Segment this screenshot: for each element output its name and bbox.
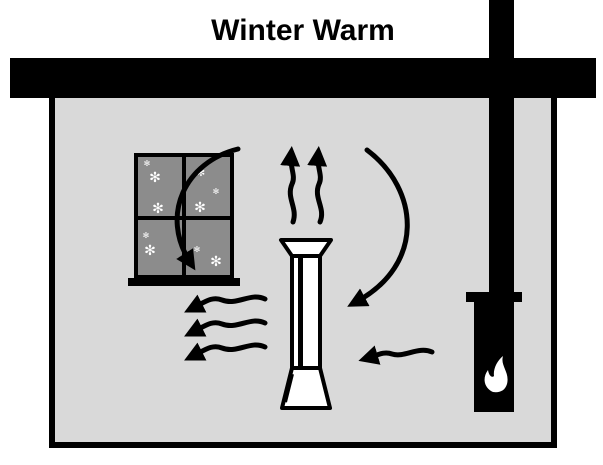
svg-text:✻: ✻	[194, 200, 206, 216]
svg-text:✻: ✻	[143, 231, 150, 240]
svg-text:✻: ✻	[197, 168, 205, 179]
svg-text:✻: ✻	[194, 245, 201, 254]
arrow-window-down	[174, 146, 241, 271]
diagram-title: Winter Warm	[211, 14, 395, 47]
window-with-snowflakes: ✻ ✻ ✻ ✻ ✻ ✻ ✻ ✻ ✻ ✻	[128, 153, 240, 286]
arrow-left-2	[184, 318, 268, 337]
svg-text:✻: ✻	[213, 187, 220, 196]
arrow-descend-right	[347, 147, 410, 307]
airflow-arrows	[174, 146, 435, 365]
arrow-rise-right	[307, 146, 328, 225]
arrow-left-1	[184, 294, 268, 313]
svg-text:✻: ✻	[144, 243, 156, 259]
arrow-from-stove	[358, 345, 435, 365]
flame-icon	[484, 356, 508, 393]
svg-text:✻: ✻	[152, 201, 164, 217]
svg-text:✻: ✻	[210, 254, 222, 270]
ceiling-fan-column	[279, 238, 333, 410]
chimney-pipe	[489, 0, 514, 300]
svg-text:✻: ✻	[149, 170, 161, 186]
wood-stove	[466, 292, 522, 412]
arrow-rise-left	[280, 146, 301, 225]
arrow-left-3	[184, 342, 268, 361]
svg-text:✻: ✻	[144, 159, 151, 168]
